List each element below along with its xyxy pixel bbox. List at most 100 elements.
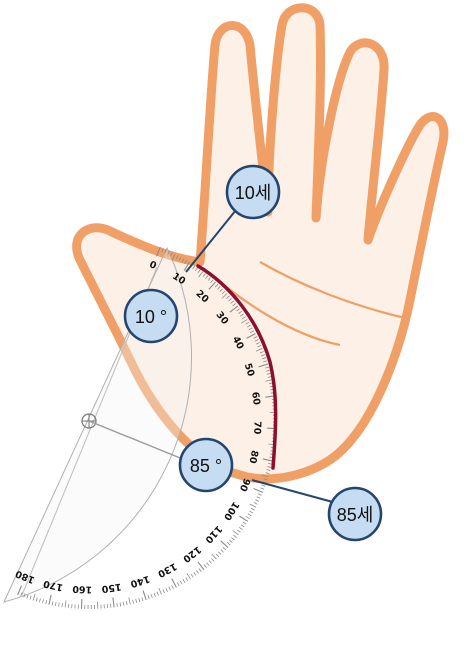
protractor-tick (211, 558, 215, 562)
protractor-tick (259, 351, 264, 354)
protractor-tick (207, 277, 211, 281)
protractor-tick (138, 598, 141, 603)
protractor-tick (35, 597, 38, 602)
protractor-tick (156, 246, 161, 257)
protractor-tick (185, 577, 189, 582)
protractor-tick (181, 258, 185, 263)
protractor-tick (261, 484, 266, 487)
protractor-tick (208, 560, 212, 564)
protractor-tick (241, 316, 246, 320)
protractor-tick (253, 488, 264, 493)
protractor-tick (260, 354, 266, 357)
protractor-tick (266, 372, 271, 375)
protractor-tick (208, 281, 216, 290)
protractor-tick (186, 573, 191, 580)
protractor-tick (247, 513, 252, 517)
protractor-radius-line (88, 420, 191, 463)
protractor-tick-label: 140 (129, 573, 152, 590)
protractor-tick (150, 594, 153, 599)
protractor-tick (267, 376, 272, 378)
protractor-tick (141, 597, 144, 602)
protractor-tick (249, 503, 257, 508)
protractor-tick (112, 597, 115, 608)
protractor-tick (214, 283, 219, 288)
protractor-tick (198, 568, 202, 572)
protractor-tick (241, 319, 248, 324)
protractor-tick (238, 310, 242, 314)
protractor-tick (202, 273, 206, 277)
protractor-tick (248, 327, 253, 331)
protractor-tick (267, 466, 272, 468)
protractor-tick (61, 603, 63, 608)
protractor-tick (29, 595, 32, 600)
protractor-tick (171, 578, 177, 588)
protractor-tick (260, 487, 265, 490)
protractor-tick (250, 330, 255, 333)
protractor-tick (210, 279, 214, 284)
protractor-tick-label: 110 (202, 523, 224, 545)
protractor-tick (218, 551, 222, 555)
protractor-tick (247, 324, 251, 328)
protractor-tick (51, 601, 54, 606)
protractor-tick (39, 598, 41, 603)
protractor-tick (254, 339, 259, 342)
life-line (196, 264, 278, 470)
protractor-tick (217, 286, 221, 290)
protractor-tick (164, 249, 167, 254)
protractor-tick (266, 369, 271, 372)
protractor-tick (64, 600, 67, 608)
protractor-tick (195, 267, 198, 272)
protractor-tick (205, 275, 209, 279)
protractor-tick (256, 496, 261, 499)
protractor-tick (23, 593, 26, 598)
protractor-tick (20, 592, 23, 597)
protractor-tick-label: 90 (237, 477, 252, 494)
protractor-tick (222, 546, 227, 551)
protractor-tick (193, 572, 197, 576)
protractor-tick (45, 599, 48, 605)
protractor-tick (184, 260, 188, 264)
protractor-tick (257, 493, 262, 496)
callout-age-end: 85세 (327, 486, 383, 542)
protractor-tick (229, 539, 233, 543)
protractor-tick (42, 599, 44, 604)
protractor-tick (266, 469, 271, 471)
protractor-tick (178, 256, 182, 261)
protractor-tick-label: 170 (42, 578, 64, 593)
protractor-tick (135, 598, 138, 603)
protractor-tick (246, 516, 250, 520)
protractor-tick (171, 253, 176, 261)
protractor-tick (58, 602, 60, 607)
protractor-tick (257, 345, 262, 348)
protractor-tick (231, 537, 235, 541)
protractor-tick (242, 521, 247, 525)
protractor-tick (249, 510, 254, 514)
protractor-tick (122, 601, 125, 606)
callout-age-start: 10세 (225, 164, 281, 220)
callout-age-start-label: 10세 (235, 183, 272, 203)
protractor-tick (206, 562, 210, 566)
protractor-tick (147, 595, 150, 600)
protractor-tick (54, 601, 57, 607)
protractor-tick (262, 357, 267, 360)
protractor-tick (128, 597, 131, 605)
protractor-tick (142, 590, 147, 601)
protractor-tick (203, 564, 207, 568)
protractor-tick (177, 582, 180, 587)
protractor-tick (263, 360, 268, 363)
protractor-tick (265, 472, 270, 475)
protractor-tick (238, 527, 243, 530)
protractor-tick (239, 515, 249, 522)
protractor-tick (256, 342, 260, 345)
protractor-tick (253, 502, 258, 505)
protractor-tick-label: 80 (246, 449, 260, 465)
protractor-tick (263, 478, 268, 481)
protractor-tick (168, 586, 171, 591)
protractor-tick (237, 529, 241, 533)
protractor-tick-label: 100 (221, 499, 241, 522)
callout-age-end-label: 85세 (337, 505, 374, 525)
protractor-tick (240, 524, 245, 528)
callout-angle-end-label: 85 ° (190, 456, 222, 476)
protractor-tick-label: 0 (148, 259, 159, 272)
protractor-tick (183, 261, 190, 271)
